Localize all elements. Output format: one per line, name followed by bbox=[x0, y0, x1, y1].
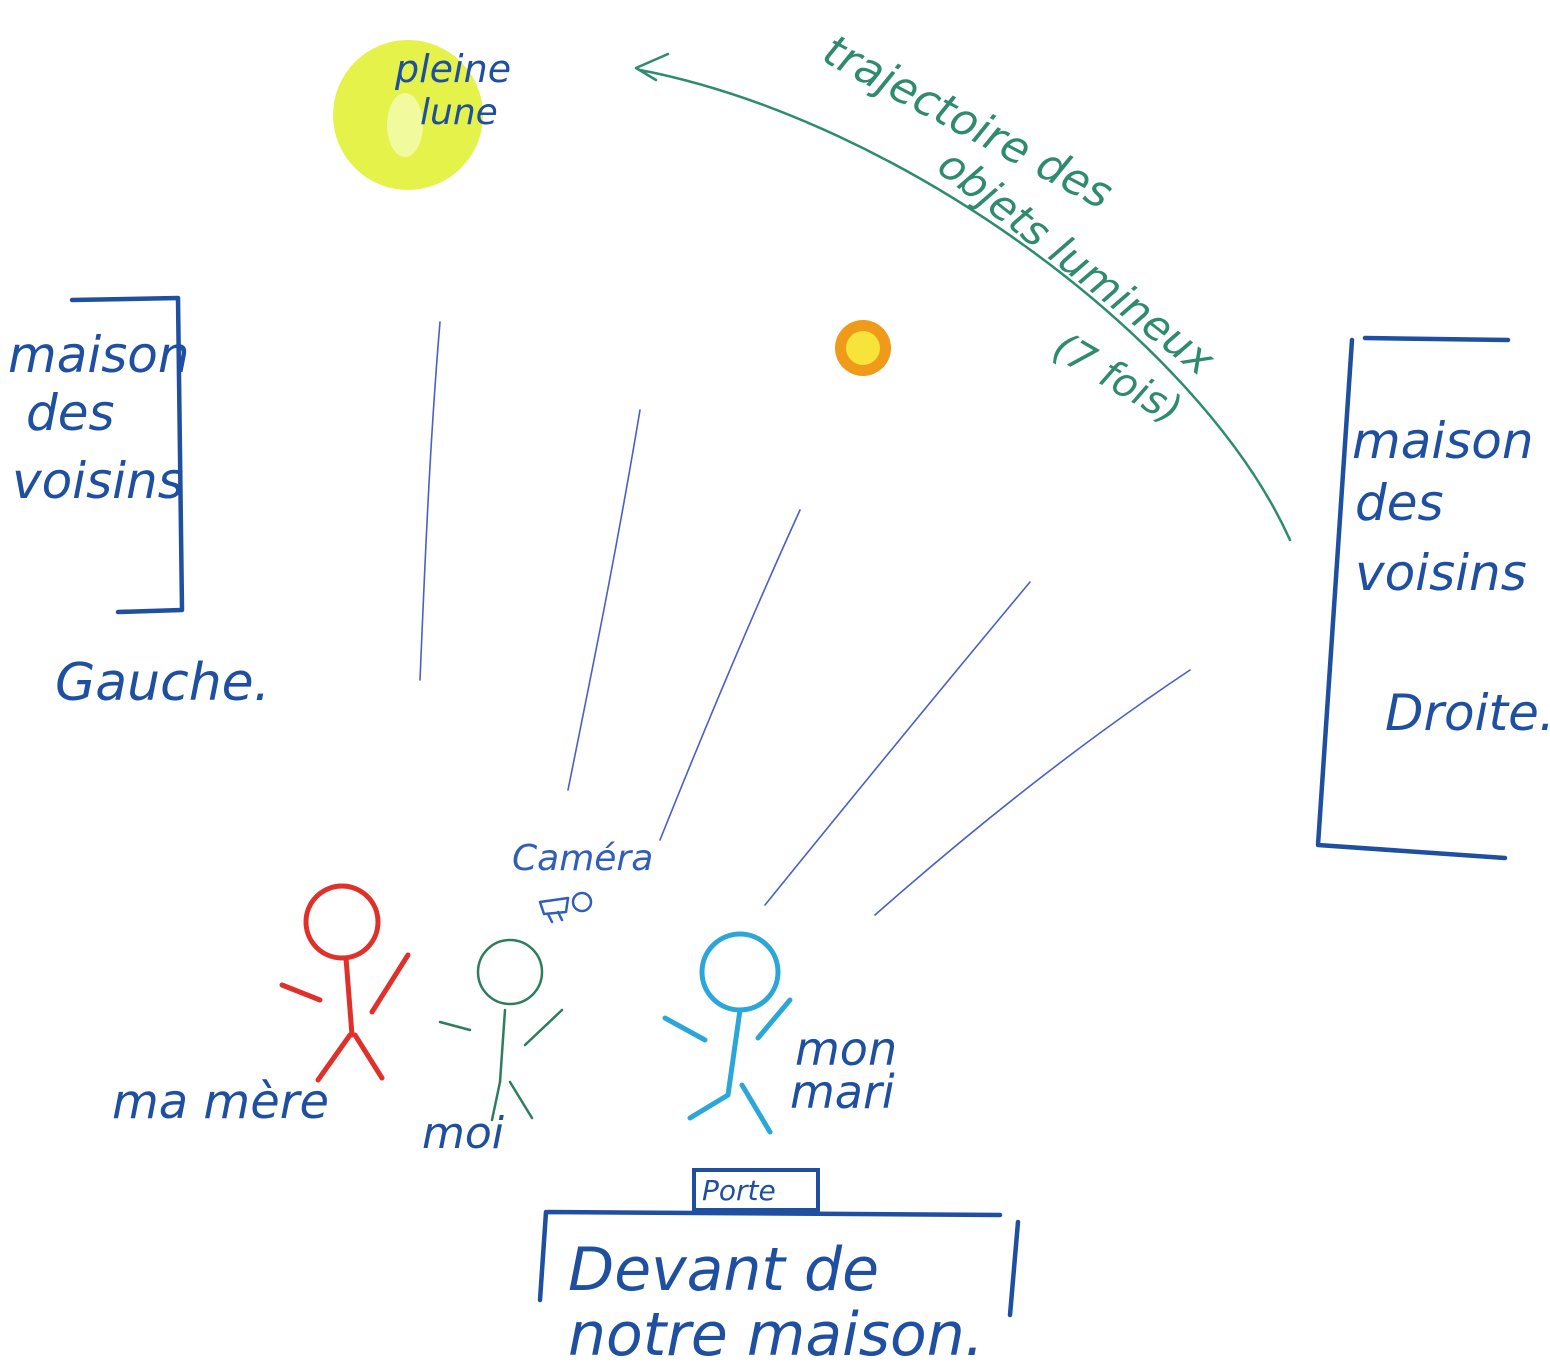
left-neighbor-house: maison des voisins Gauche. bbox=[8, 295, 270, 713]
me-arm-right bbox=[523, 1008, 564, 1047]
camera: Caméra bbox=[512, 838, 653, 924]
trajectory-arc bbox=[638, 68, 1292, 542]
our-house-outline bbox=[537, 1209, 1021, 1318]
trajectory-arrowhead bbox=[634, 52, 670, 82]
camera-icon bbox=[538, 891, 593, 924]
moon-label-line1: pleine bbox=[394, 47, 511, 91]
door-label: Porte bbox=[702, 1174, 776, 1207]
me-figure bbox=[438, 938, 564, 1122]
left-house-line1: maison bbox=[8, 326, 190, 384]
mother-leg-right bbox=[352, 1032, 385, 1081]
husband-label-line1: mon bbox=[795, 1022, 897, 1076]
right-house-line2: des bbox=[1355, 474, 1444, 532]
sight-line bbox=[659, 509, 801, 841]
mother-arm-right bbox=[369, 952, 411, 1015]
me-leg-right bbox=[508, 1080, 534, 1120]
me-label: moi bbox=[422, 1108, 505, 1159]
right-house-outline bbox=[1315, 335, 1511, 861]
our-house: Porte Devant de notre maison. bbox=[537, 1168, 1021, 1363]
left-house-outline bbox=[69, 295, 185, 615]
husband-figure bbox=[662, 931, 793, 1135]
our-house-line2: notre maison. bbox=[568, 1300, 984, 1363]
husband-label-line2: mari bbox=[790, 1065, 895, 1119]
husband-arm-right bbox=[755, 997, 793, 1041]
luminous-object bbox=[835, 320, 891, 376]
left-house-line3: voisins bbox=[12, 452, 184, 510]
right-house-line3: voisins bbox=[1355, 544, 1527, 602]
moon-highlight bbox=[387, 93, 423, 157]
trajectory: trajectoire des objets lumineux (7 fois) bbox=[634, 25, 1292, 542]
mother-leg-left bbox=[315, 1032, 353, 1083]
husband-body bbox=[725, 1007, 743, 1098]
full-moon: pleine lune bbox=[333, 40, 511, 190]
left-side-label: Gauche. bbox=[55, 653, 270, 713]
door bbox=[692, 1168, 820, 1212]
moon-label-line2: lune bbox=[420, 92, 498, 133]
right-house-line1: maison bbox=[1352, 412, 1534, 470]
husband-leg-left bbox=[687, 1092, 731, 1121]
mother-head bbox=[303, 883, 381, 961]
left-house-line2: des bbox=[26, 384, 115, 442]
me-head bbox=[476, 938, 544, 1006]
husband-arm-left bbox=[662, 1015, 708, 1043]
camera-label: Caméra bbox=[512, 838, 653, 879]
mother-arm-left bbox=[279, 982, 323, 1003]
mother-figure bbox=[279, 883, 411, 1083]
luminous-object-core bbox=[846, 331, 880, 365]
me-leg-left bbox=[490, 1080, 502, 1122]
sight-line bbox=[419, 321, 441, 681]
husband-head bbox=[699, 931, 781, 1013]
mother-body bbox=[343, 955, 355, 1038]
mother-label: ma mère bbox=[112, 1074, 329, 1130]
sight-lines bbox=[419, 321, 1191, 916]
me-arm-left bbox=[438, 1020, 472, 1032]
me-body bbox=[498, 1008, 507, 1084]
sight-line bbox=[567, 409, 641, 791]
sight-line bbox=[874, 669, 1191, 916]
our-house-line1: Devant de bbox=[568, 1235, 879, 1305]
husband-leg-right bbox=[739, 1082, 773, 1135]
right-side-label: Droite. bbox=[1385, 684, 1550, 742]
sight-line bbox=[764, 581, 1031, 906]
right-neighbor-house: maison des voisins Droite. bbox=[1315, 335, 1550, 861]
